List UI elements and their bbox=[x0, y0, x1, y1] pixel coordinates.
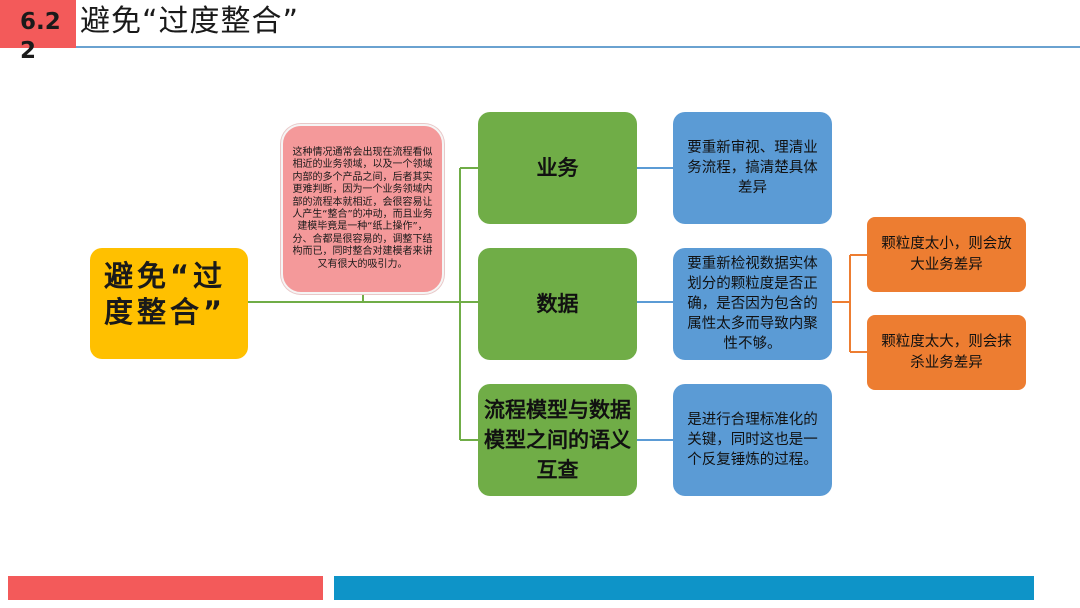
footer-bar-red bbox=[8, 576, 323, 600]
detail-node-business: 要重新审视、理清业务流程，搞清楚具体差异 bbox=[673, 112, 832, 224]
detail-node-data: 要重新检视数据实体划分的颗粒度是否正确，是否因为包含的属性太多而导致内聚性不够。 bbox=[673, 248, 832, 360]
branch-node-semantic-check: 流程模型与数据模型之间的语义互查 bbox=[478, 384, 637, 496]
footer-bar-blue bbox=[334, 576, 1034, 600]
root-node: 避免“过度整合” bbox=[90, 248, 248, 359]
title-divider bbox=[76, 46, 1080, 48]
slide-title: 避免“过度整合” bbox=[80, 4, 300, 39]
sub-detail-node-large: 颗粒度太大，则会抹杀业务差异 bbox=[867, 315, 1026, 390]
sub-detail-node-small: 颗粒度太小，则会放大业务差异 bbox=[867, 217, 1026, 292]
root-label: 避免“过度整合” bbox=[104, 259, 227, 329]
note-text: 这种情况通常会出现在流程看似相近的业务领域，以及一个领域内部的多个产品之间，后者… bbox=[292, 146, 433, 270]
branch-node-business: 业务 bbox=[478, 112, 637, 224]
detail-node-semantic-check: 是进行合理标准化的关键，同时这也是一个反复锤炼的过程。 bbox=[673, 384, 832, 496]
section-number-box bbox=[0, 0, 76, 48]
note-node: 这种情况通常会出现在流程看似相近的业务领域，以及一个领域内部的多个产品之间，后者… bbox=[281, 124, 444, 294]
section-number: 6.22 bbox=[20, 9, 61, 64]
branch-node-data: 数据 bbox=[478, 248, 637, 360]
